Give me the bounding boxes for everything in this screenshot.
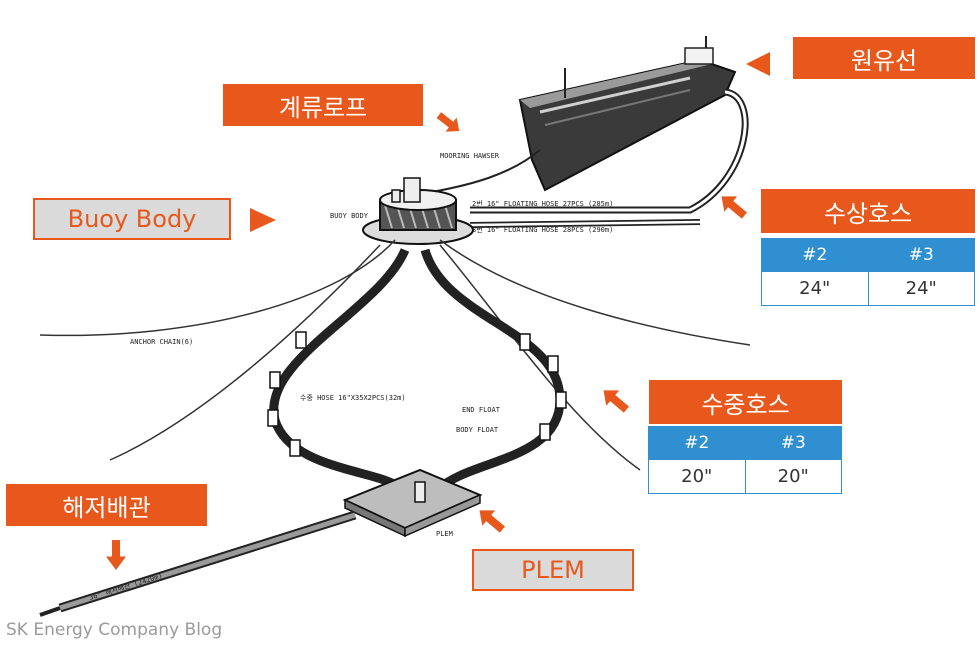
mooring-hawser-text: MOORING HAWSER [440, 152, 500, 160]
subsea-hose-table: #2 #3 20" 20" [648, 426, 842, 494]
table-cell: 24" [761, 271, 869, 306]
plem-drawing [342, 468, 483, 538]
table-header: #3 [867, 238, 975, 272]
label-tanker: 원유선 [793, 37, 975, 79]
hose-3-text: 3번 16" FLOATING HOSE 28PCS (290m) [472, 225, 613, 234]
table-cell: 20" [648, 459, 746, 494]
arrow-icon [746, 52, 770, 76]
end-float-text: END FLOAT [462, 406, 501, 414]
table-header: #2 [761, 238, 869, 272]
buoy-drawing [362, 177, 474, 245]
plem-text: PLEM [436, 530, 453, 538]
table-cell: 24" [867, 271, 975, 306]
body-float-text: BODY FLOAT [456, 426, 499, 434]
label-buoy-body: Buoy Body [33, 198, 231, 240]
label-subsea-hose: 수중호스 [649, 380, 842, 424]
label-floating-hose: 수상호스 [761, 189, 975, 233]
tanker-drawing [518, 36, 737, 192]
label-subsea-pipeline: 해저배관 [6, 484, 207, 526]
anchor-chain-text: ANCHOR CHAIN(6) [130, 338, 193, 346]
pipeline-text: 36" 해저배관 (2420m) [88, 571, 164, 602]
hose-2-text: 2번 16" FLOATING HOSE 27PCS (285m) [472, 199, 613, 208]
floating-hose-table: #2 #3 24" 24" [761, 238, 975, 306]
credit-watermark: SK Energy Company Blog [6, 620, 223, 640]
table-cell: 20" [744, 459, 842, 494]
arrow-icon [250, 208, 276, 232]
subsea-hose-text: 수중 HOSE 16"X35X2PCS(32m) [300, 394, 406, 402]
buoy-body-text: BUOY BODY [330, 212, 369, 220]
table-header: #3 [744, 426, 842, 460]
label-plem: PLEM [472, 549, 634, 591]
label-mooring-rope: 계류로프 [223, 84, 423, 126]
table-header: #2 [648, 426, 746, 460]
